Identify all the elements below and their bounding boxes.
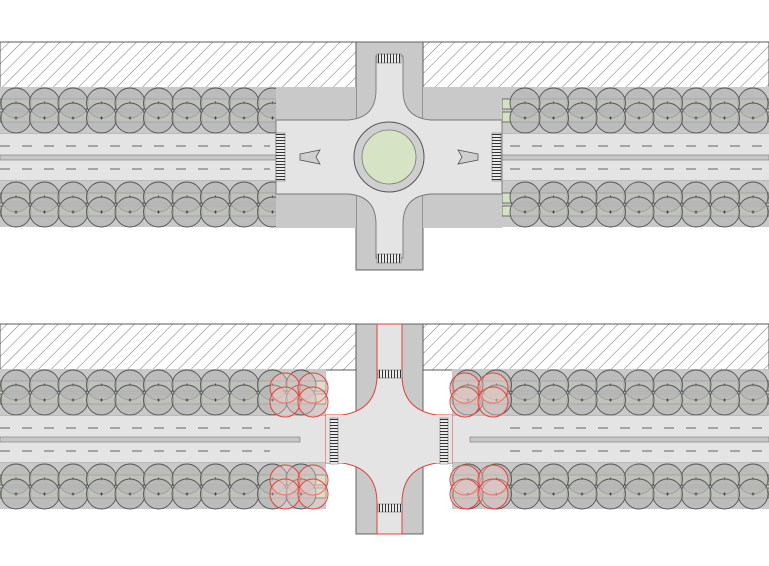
removed-tree-canopy: [269, 464, 301, 496]
roundabout-plan: [0, 41, 769, 271]
crosswalk: [377, 369, 403, 379]
building-frontage-left: [0, 41, 357, 89]
removed-tree-canopy: [449, 372, 481, 404]
removed-tree-canopy: [269, 372, 301, 404]
crosswalk: [376, 53, 402, 64]
crosswalk: [377, 503, 403, 513]
removed-tree-canopy: [269, 478, 301, 510]
removed-tree-canopy: [477, 464, 509, 496]
removed-tree-canopy: [449, 386, 481, 418]
building-frontage-right: [422, 41, 769, 89]
removed-tree-canopy: [477, 372, 509, 404]
median: [0, 436, 301, 443]
removed-tree-canopy: [449, 478, 481, 510]
removed-tree-canopy: [297, 386, 329, 418]
roundabout-central-island: [361, 129, 417, 185]
building-frontage-left: [0, 323, 357, 371]
removed-tree-canopy: [477, 478, 509, 510]
median: [0, 154, 301, 161]
building-frontage-right: [422, 323, 769, 371]
splitter-island: [457, 149, 479, 165]
removed-tree-canopy: [297, 464, 329, 496]
crossroads-plan: [0, 323, 769, 535]
removed-tree-canopy: [449, 464, 481, 496]
removed-tree-canopy: [297, 478, 329, 510]
median: [469, 154, 769, 161]
crosswalk: [275, 132, 286, 182]
removed-tree-canopy: [297, 372, 329, 404]
intersection-core: [326, 415, 452, 463]
median: [469, 436, 769, 443]
removed-tree-canopy: [269, 386, 301, 418]
crosswalk: [491, 132, 502, 182]
crosswalk: [376, 253, 402, 264]
removed-tree-canopy: [477, 386, 509, 418]
splitter-island: [299, 149, 321, 165]
